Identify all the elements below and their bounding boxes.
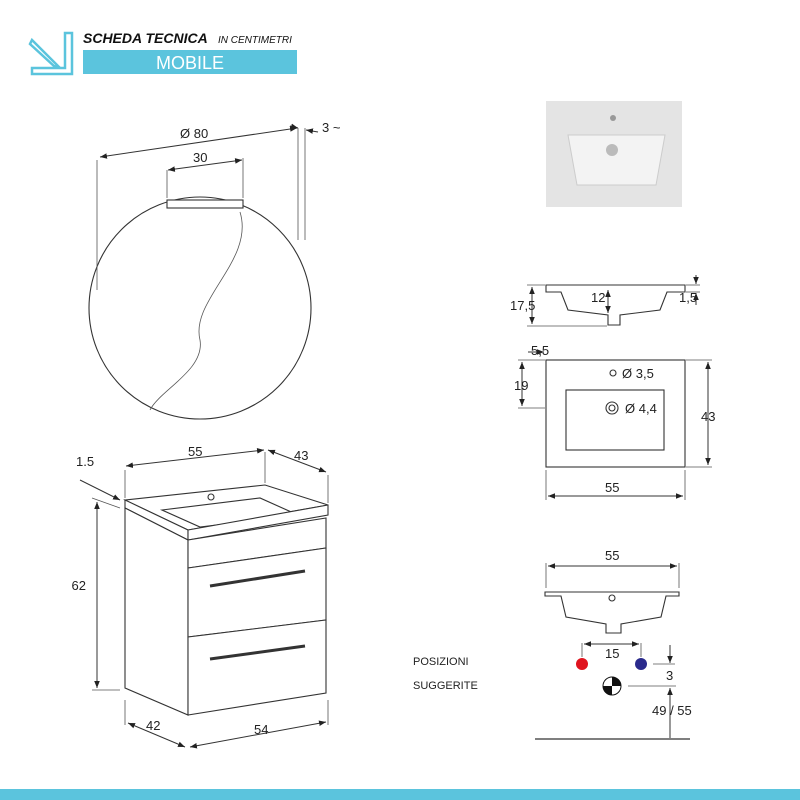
cabinet-depth-top-label: 43	[294, 448, 308, 463]
cold-water-marker	[635, 658, 647, 670]
ruler-pencil-icon	[28, 31, 74, 76]
drain-height-label: 49 / 55	[652, 703, 692, 718]
header-title: SCHEDA TECNICA	[83, 30, 208, 46]
drain-marker-icon	[603, 677, 621, 695]
top-thickness-label: 1.5	[76, 454, 94, 469]
section-title: MOBILE	[156, 53, 224, 73]
connections-drawing	[535, 563, 690, 740]
suggested-positions-label-1: POSIZIONI	[413, 656, 469, 668]
basin-section-drawing	[527, 275, 700, 327]
footer-bar	[0, 789, 800, 800]
cabinet-width-top-label: 55	[188, 444, 202, 459]
connections-basin-width-label: 55	[605, 548, 619, 563]
basin-plan-drawing	[518, 349, 712, 500]
drain-hole-diameter-label: Ø 4,4	[625, 401, 657, 416]
drain-offset-label: 19	[514, 378, 528, 393]
mirror-depth-label: 3 ~	[322, 120, 341, 135]
tap-hole-offset-label: 5,5	[531, 343, 549, 358]
vertical-gap-label: 3	[666, 668, 673, 683]
suggested-positions-label-2: SUGGERITE	[413, 680, 478, 692]
basin-photo	[546, 101, 682, 207]
mirror-drawing	[88, 123, 319, 420]
lamp-width-label: 30	[193, 150, 207, 165]
cabinet-height-label: 62	[72, 578, 86, 593]
basin-width-label: 55	[605, 480, 619, 495]
cabinet-depth-bottom-label: 42	[146, 718, 160, 733]
mirror-diameter-label: Ø 80	[180, 126, 208, 141]
basin-depth-label: 43	[701, 409, 715, 424]
cabinet-drawing	[79, 448, 329, 749]
basin-rim-label: 1,5	[679, 290, 697, 305]
section-banner	[83, 50, 297, 74]
tap-hole-diameter-label: Ø 3,5	[622, 366, 654, 381]
basin-inner-depth-label: 12	[591, 290, 605, 305]
header-subtitle: IN CENTIMETRI	[218, 35, 292, 46]
hot-water-marker	[576, 658, 588, 670]
tap-spacing-label: 15	[605, 646, 619, 661]
basin-height-label: 17,5	[510, 298, 535, 313]
cabinet-width-bottom-label: 54	[254, 722, 268, 737]
